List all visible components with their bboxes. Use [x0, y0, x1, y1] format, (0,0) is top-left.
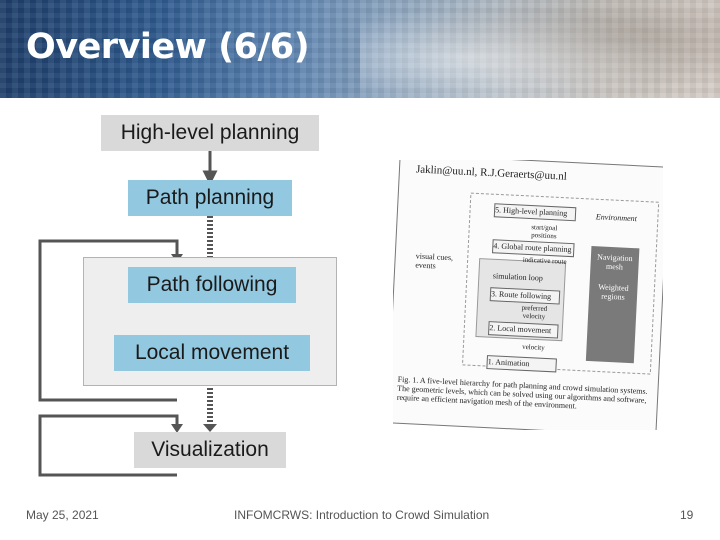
- slide-title: Overview (6/6): [26, 27, 310, 67]
- paper-left-label: visual cues, events: [415, 251, 454, 271]
- visualization-box: Visualization: [134, 432, 286, 468]
- high-level-planning-box: High-level planning: [101, 115, 319, 151]
- paper-nav-mesh-label: Navigation mesh: [596, 252, 633, 272]
- path-planning-box: Path planning: [128, 180, 292, 216]
- paper-weighted-label: Weighted regions: [598, 282, 629, 302]
- lower-loop-line: [38, 414, 179, 477]
- paper-arrow-preferred-velocity: preferred velocity: [521, 303, 548, 321]
- paper-arrow-start-goal: start/goal positions: [531, 223, 558, 241]
- paper-figure-image: Jaklin@uu.nl, R.J.Geraerts@uu.nl 5. High…: [393, 160, 663, 430]
- slide-header: Overview (6/6): [0, 0, 720, 98]
- path-following-box: Path following: [128, 267, 296, 303]
- local-movement-box: Local movement: [114, 335, 310, 371]
- outer-loop-line: [38, 239, 179, 402]
- paper-diagram: [461, 192, 660, 375]
- footer-course: INFOMCRWS: Introduction to Crowd Simulat…: [234, 508, 490, 522]
- page-number: 19: [680, 508, 694, 522]
- lower-loop-arrowhead: [171, 424, 183, 433]
- dotted-arrowhead-visualization: [203, 424, 217, 432]
- footer-date: May 25, 2021: [26, 508, 99, 522]
- paper-environment-label: Environment: [595, 212, 638, 224]
- header-crowd-image: [360, 0, 720, 98]
